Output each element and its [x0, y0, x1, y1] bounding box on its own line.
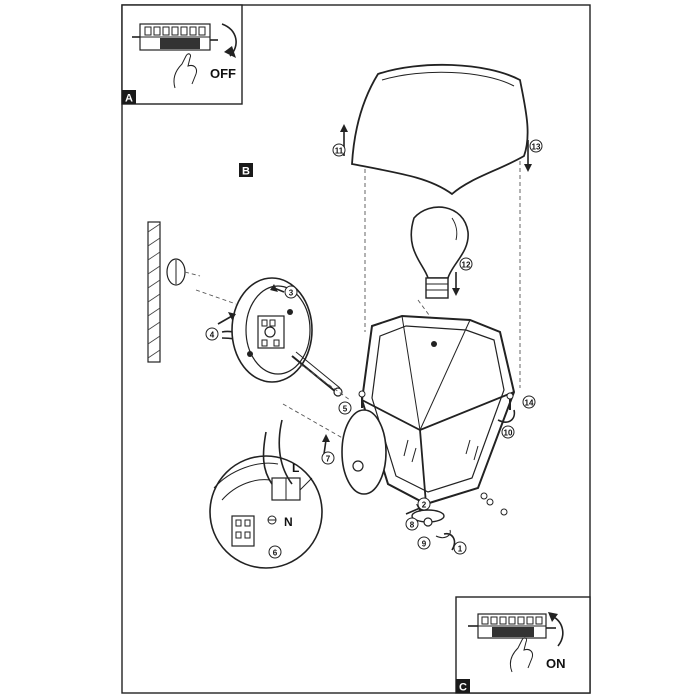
wire-neutral-label: N: [284, 515, 293, 529]
step-badge-12: 12: [459, 257, 473, 271]
step-badge-11: 11: [332, 143, 346, 157]
panel-c-letter: C: [459, 682, 467, 694]
step-badges: 11 13 12 3 4 5 7 6: [205, 139, 543, 559]
light-bulb: [410, 206, 469, 299]
lamp-back-plate: [341, 409, 387, 495]
step-badge-13: 13: [529, 139, 543, 153]
hand-icon: [509, 637, 533, 673]
svg-text:14: 14: [525, 399, 534, 408]
glass-shade: [351, 63, 529, 196]
svg-text:3: 3: [289, 289, 294, 298]
svg-text:9: 9: [422, 540, 427, 549]
step-badge-2: 2: [417, 497, 431, 511]
step-badge-1: 1: [453, 541, 467, 555]
screw-icon: [358, 390, 514, 410]
step-badge-14: 14: [522, 395, 536, 409]
mounting-plate: [231, 277, 313, 383]
svg-text:6: 6: [273, 549, 278, 558]
wire-live-label: L: [292, 461, 299, 475]
panel-c-state: ON: [546, 656, 566, 671]
terminal-block-icon: [132, 23, 218, 51]
panel-b-letter: B: [242, 166, 250, 178]
step-arrows: [217, 124, 532, 551]
wall-plug-icon: [166, 258, 201, 286]
svg-text:4: 4: [210, 331, 215, 340]
wall: [147, 221, 161, 363]
small-parts: [435, 492, 508, 539]
step-badge-3: 3: [284, 285, 298, 299]
panel-b: B: [239, 163, 253, 178]
panel-a-state: OFF: [210, 66, 236, 81]
step-badge-6: 6: [268, 545, 282, 559]
panel-a-letter: A: [125, 93, 133, 105]
svg-text:8: 8: [410, 521, 415, 530]
step-badge-5: 5: [338, 401, 352, 415]
svg-text:10: 10: [504, 429, 513, 438]
step-badge-7: 7: [321, 451, 335, 465]
step-badge-9: 9: [417, 536, 431, 550]
svg-text:11: 11: [335, 147, 344, 156]
lantern-housing: [360, 314, 516, 527]
svg-text:13: 13: [532, 143, 541, 152]
svg-text:12: 12: [462, 261, 471, 270]
svg-text:5: 5: [343, 405, 348, 414]
panel-c: ON C: [455, 596, 591, 694]
svg-text:1: 1: [458, 545, 463, 554]
svg-text:7: 7: [326, 455, 331, 464]
wiring-detail: L N: [209, 419, 323, 569]
panel-a: OFF A: [121, 4, 243, 105]
step-badge-8: 8: [405, 517, 419, 531]
svg-text:2: 2: [422, 501, 427, 510]
hand-icon: [173, 53, 197, 89]
terminal-block-icon: [468, 613, 556, 639]
step-badge-4: 4: [205, 327, 219, 341]
step-badge-10: 10: [501, 425, 515, 439]
